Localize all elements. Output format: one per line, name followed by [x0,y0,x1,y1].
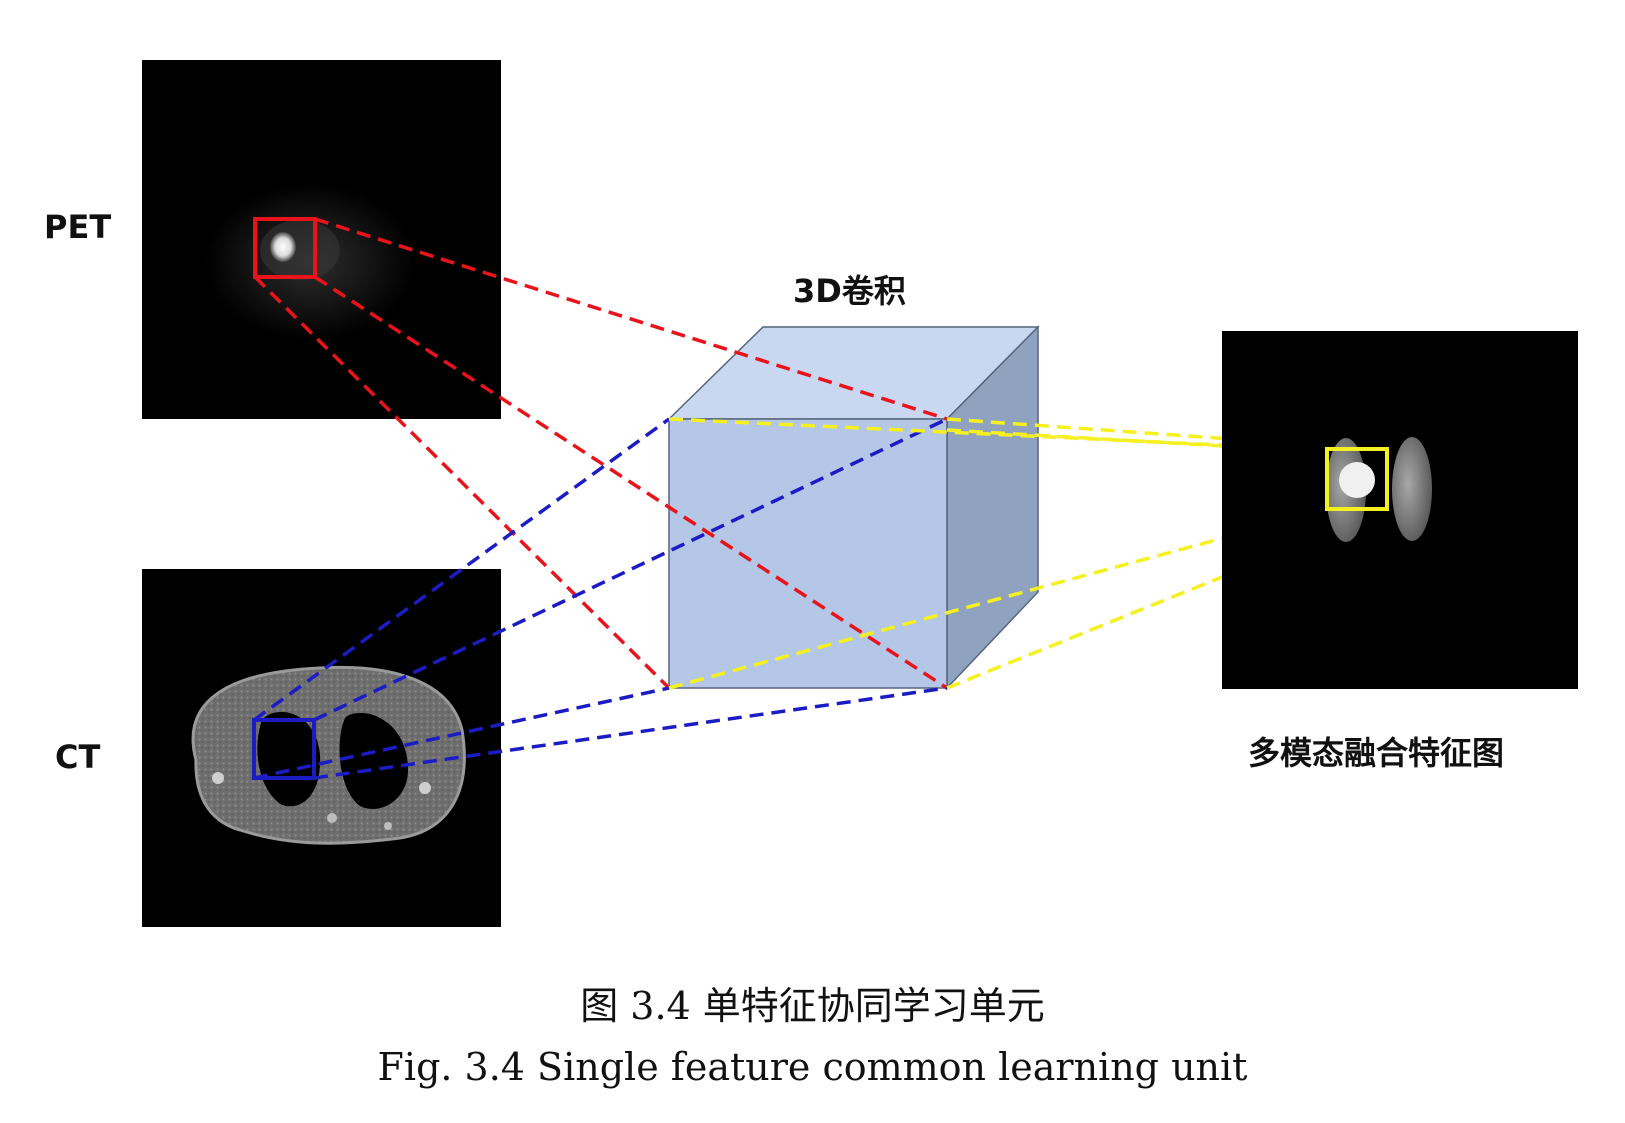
ct-roi-box [252,718,316,780]
pet-roi-box [253,217,317,279]
pet-label: PET [44,208,112,246]
caption-chinese: 图 3.4 单特征协同学习单元 [580,984,1045,1028]
conv3d-cube [667,325,1040,690]
ct-label: CT [55,738,101,776]
ct-projection-lines [252,417,948,780]
ct-image [142,569,501,927]
conv3d-label: 3D卷积 [793,272,906,310]
pet-projection-lines [253,217,948,690]
fusion-roi-box [1325,447,1389,511]
fusion-feature-map [1222,331,1578,689]
fusion-label: 多模态融合特征图 [1248,734,1505,772]
pet-image [142,60,501,419]
caption-english: Fig. 3.4 Single feature common learning … [377,1045,1248,1089]
